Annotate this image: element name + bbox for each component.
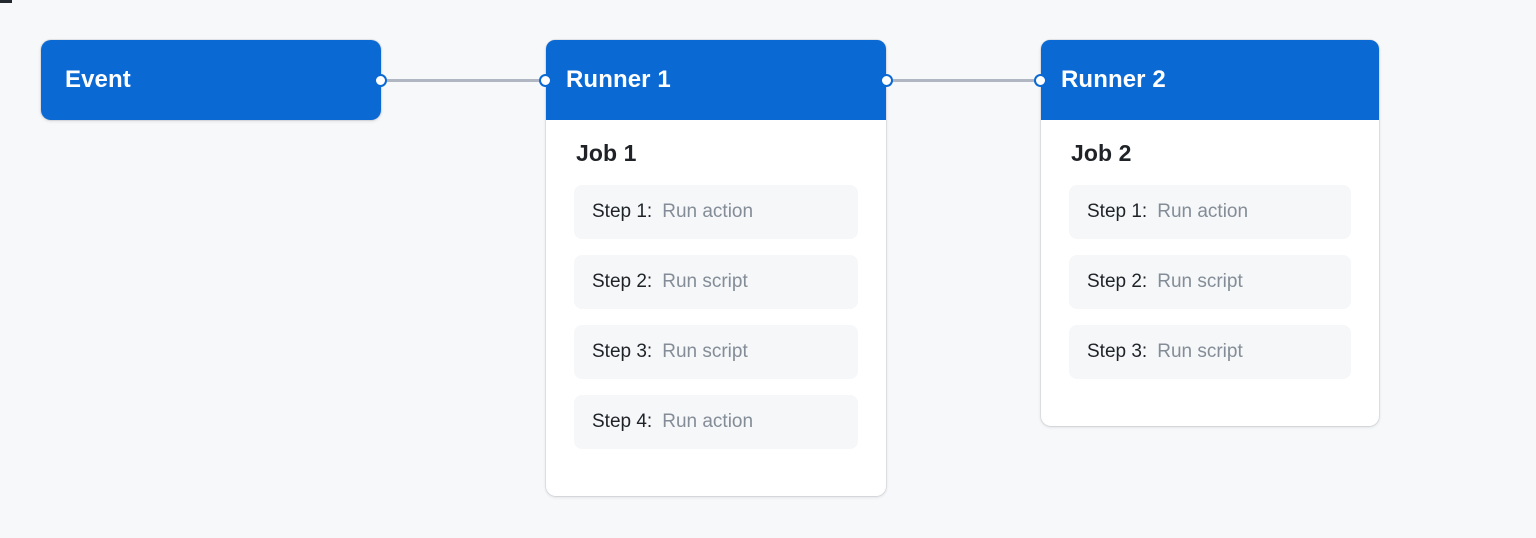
node-runner2-header: Runner 2	[1041, 40, 1379, 120]
step-row[interactable]: Step 1: Run action	[574, 185, 858, 239]
step-row[interactable]: Step 4: Run action	[574, 395, 858, 449]
step-label: Step 2:	[1087, 271, 1148, 292]
step-label: Step 1:	[592, 201, 653, 222]
handle-runner1-target-left[interactable]	[539, 74, 552, 87]
step-value: Run script	[1157, 341, 1243, 362]
handle-runner1-source-right[interactable]	[880, 74, 893, 87]
edge-runner1-to-runner2[interactable]	[887, 79, 1041, 82]
node-runner1[interactable]: Runner 1 Job 1 Step 1: Run action Step 2…	[546, 40, 886, 496]
step-value: Run script	[1157, 271, 1243, 292]
step-label: Step 1:	[1087, 201, 1148, 222]
node-event-title: Event	[65, 66, 131, 93]
screen-edge-artifact	[0, 0, 12, 3]
step-label: Step 2:	[592, 271, 653, 292]
edge-event-to-runner1[interactable]	[382, 79, 546, 82]
step-value: Run action	[662, 411, 754, 432]
node-runner2[interactable]: Runner 2 Job 2 Step 1: Run action Step 2…	[1041, 40, 1379, 426]
step-list-job1: Step 1: Run action Step 2: Run script St…	[574, 185, 858, 449]
step-row[interactable]: Step 3: Run script	[1069, 325, 1351, 379]
node-event[interactable]: Event	[41, 40, 381, 120]
step-value: Run action	[662, 201, 754, 222]
node-runner2-body: Job 2 Step 1: Run action Step 2: Run scr…	[1041, 120, 1379, 405]
step-row[interactable]: Step 2: Run script	[1069, 255, 1351, 309]
step-row[interactable]: Step 1: Run action	[1069, 185, 1351, 239]
step-row[interactable]: Step 3: Run script	[574, 325, 858, 379]
job-title-job1: Job 1	[576, 140, 637, 166]
step-value: Run action	[1157, 201, 1249, 222]
step-value: Run script	[662, 341, 748, 362]
job-title-job2: Job 2	[1071, 140, 1132, 166]
step-row[interactable]: Step 2: Run script	[574, 255, 858, 309]
node-runner2-title: Runner 2	[1061, 66, 1166, 93]
node-runner1-header: Runner 1	[546, 40, 886, 120]
step-list-job2: Step 1: Run action Step 2: Run script St…	[1069, 185, 1351, 379]
step-label: Step 4:	[592, 411, 653, 432]
node-runner1-title: Runner 1	[566, 66, 671, 93]
step-label: Step 3:	[1087, 341, 1148, 362]
step-label: Step 3:	[592, 341, 653, 362]
node-runner1-body: Job 1 Step 1: Run action Step 2: Run scr…	[546, 120, 886, 475]
step-value: Run script	[662, 271, 748, 292]
handle-event-source-right[interactable]	[374, 74, 387, 87]
handle-runner2-target-left[interactable]	[1034, 74, 1047, 87]
